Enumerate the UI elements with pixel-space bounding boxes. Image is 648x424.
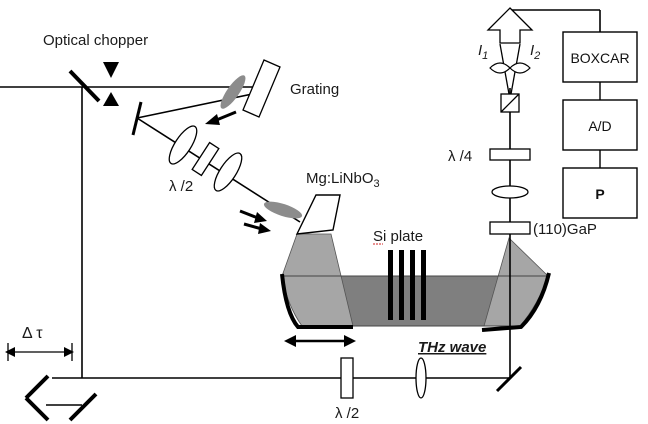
gap-label: (110)GaP xyxy=(533,221,597,238)
detection-lens xyxy=(491,185,529,199)
thz-left-cone xyxy=(281,233,354,327)
delay-mirror-upper xyxy=(24,374,50,400)
balanced-detector xyxy=(486,7,534,44)
upper-half-wave-label: λ /2 xyxy=(169,178,193,195)
split-lens-left xyxy=(489,62,511,74)
grating: Grating xyxy=(205,59,339,125)
i2-label: I2 xyxy=(530,42,540,62)
chopper-blade-top xyxy=(103,62,119,78)
gap-crystal xyxy=(489,221,531,235)
crystal-beam-spot xyxy=(263,201,303,219)
grating-beam-spot xyxy=(220,75,246,109)
si-plate-label: Si plate xyxy=(373,228,423,245)
linbo3-prism xyxy=(295,194,341,235)
delay-mirror-lower xyxy=(24,396,50,422)
boxcar-box xyxy=(562,31,638,83)
crystal-label: Mg:LiNbO3 xyxy=(306,170,380,190)
grating-label: Grating xyxy=(290,81,339,98)
left-parabolic-mirror xyxy=(280,273,353,329)
si-plate-4 xyxy=(421,250,426,320)
si-plate-1 xyxy=(388,250,393,320)
split-lens-right xyxy=(509,62,531,74)
ad-box xyxy=(562,99,638,151)
beam-grating-to-mirror xyxy=(136,91,263,119)
folding-mirror xyxy=(131,101,143,136)
optical-chopper-label: Optical chopper xyxy=(43,32,148,49)
si-plates: Si plate xyxy=(373,228,426,320)
i2-subscript: 2 xyxy=(533,50,540,62)
i1-label: I1 xyxy=(478,42,488,62)
wollaston-diagonal xyxy=(500,93,520,113)
si-plate-2 xyxy=(399,250,404,320)
upper-optics: λ /2 xyxy=(168,125,243,195)
electronics: BOXCAR A/D P xyxy=(562,31,638,219)
pump-arrow-1-shaft xyxy=(239,209,259,220)
lower-lens xyxy=(415,357,427,399)
grating-arrow-head xyxy=(205,114,220,125)
p-label: P xyxy=(595,186,604,202)
thz-wave-label: THz wave xyxy=(418,339,486,356)
boxcar-label: BOXCAR xyxy=(570,50,629,66)
chopper-input-mirror xyxy=(68,69,101,103)
quarter-wave-plate xyxy=(489,148,531,161)
linbo3-crystal: Mg:LiNbO3 xyxy=(239,170,380,235)
upper-lens-1 xyxy=(168,125,198,165)
detection-arm: (110)GaP λ /4 I1 I2 xyxy=(448,7,597,238)
pump-arrow-1-head xyxy=(254,212,267,223)
i1-letter: I xyxy=(478,42,482,59)
crystal-label-main: Mg:LiNbO xyxy=(306,170,374,187)
delay-line: Δ τ xyxy=(5,325,98,422)
lower-half-wave-plate xyxy=(340,357,354,399)
p-box xyxy=(562,167,638,219)
grating-element xyxy=(242,59,281,118)
beam-paths xyxy=(0,9,601,379)
translation-arrow xyxy=(284,335,356,347)
quarter-wave-label: λ /4 xyxy=(448,148,472,165)
ad-label: A/D xyxy=(588,118,611,134)
crystal-label-subscript: 3 xyxy=(374,178,380,190)
right-parabolic-mirror xyxy=(481,272,551,332)
upper-lens-2 xyxy=(213,152,243,192)
si-plate-3 xyxy=(410,250,415,320)
chopper-blade-bottom xyxy=(103,92,119,106)
upper-half-wave-plate xyxy=(191,141,220,177)
pump-arrow-2-shaft xyxy=(243,222,263,231)
pump-arrow-2-head xyxy=(258,223,271,234)
lower-half-wave-label: λ /2 xyxy=(335,405,359,422)
delay-label: Δ τ xyxy=(22,325,43,342)
i1-subscript: 1 xyxy=(482,50,488,62)
i2-letter: I xyxy=(530,42,534,59)
delay-fold-mirror xyxy=(68,392,98,422)
probe-fold-mirror xyxy=(495,365,523,393)
optical-chopper: Optical chopper xyxy=(43,32,148,106)
